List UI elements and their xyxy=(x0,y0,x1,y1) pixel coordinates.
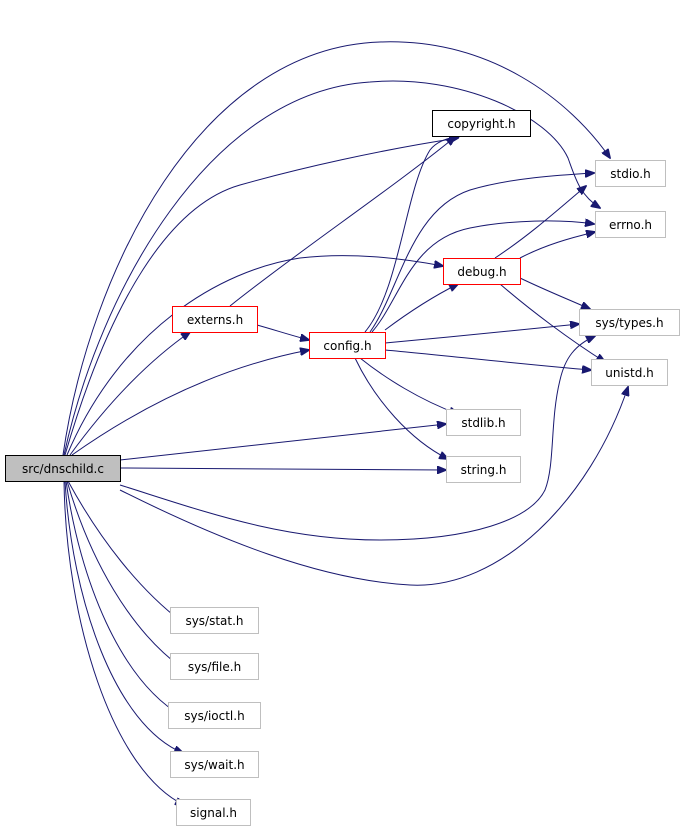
node-label-unistd: unistd.h xyxy=(605,366,654,380)
node-sysfile: sys/file.h xyxy=(170,653,259,680)
edge-debug-to-unistd xyxy=(499,283,605,362)
node-box-debug xyxy=(443,258,521,285)
node-sysstat: sys/stat.h xyxy=(170,607,259,634)
node-label-stdio: stdio.h xyxy=(610,167,650,181)
node-copyright[interactable]: copyright.h xyxy=(432,110,531,137)
node-box-string xyxy=(446,456,521,483)
node-box-sysioctl xyxy=(168,702,261,729)
node-box-stdlib xyxy=(446,409,521,436)
node-box-errno xyxy=(595,211,666,238)
edge-dnschild-to-signal xyxy=(63,480,184,805)
edge-config-to-stdio xyxy=(369,173,594,333)
edge-dnschild-to-errno xyxy=(63,80,600,456)
node-label-externs: externs.h xyxy=(187,313,243,327)
node-label-sysfile: sys/file.h xyxy=(188,660,241,674)
edge-dnschild-to-systypes xyxy=(119,336,595,541)
node-label-dnschild: src/dnschild.c xyxy=(22,462,104,476)
node-stdlib: stdlib.h xyxy=(446,409,521,436)
node-stdio: stdio.h xyxy=(595,160,666,187)
edge-config-to-string xyxy=(354,357,448,459)
node-systypes: sys/types.h xyxy=(579,309,680,336)
edge-dnschild-to-debug xyxy=(66,255,443,456)
node-unistd: unistd.h xyxy=(591,359,668,386)
node-syswait: sys/wait.h xyxy=(170,751,259,778)
edge-dnschild-to-unistd xyxy=(119,387,628,586)
node-label-errno: errno.h xyxy=(609,218,652,232)
edge-config-to-stdlib xyxy=(359,357,458,414)
node-box-sysfile xyxy=(170,653,259,680)
edge-dnschild-to-string xyxy=(119,468,446,470)
node-box-signal xyxy=(176,799,251,826)
edge-debug-to-errno xyxy=(519,232,595,259)
node-label-debug: debug.h xyxy=(457,265,506,279)
edge-dnschild-to-copyright xyxy=(64,138,458,456)
node-string: string.h xyxy=(446,456,521,483)
node-label-copyright: copyright.h xyxy=(447,117,515,131)
node-sysioctl: sys/ioctl.h xyxy=(168,702,261,729)
node-errno: errno.h xyxy=(595,211,666,238)
edge-dnschild-to-stdio xyxy=(62,41,610,456)
edges-layer xyxy=(62,41,628,805)
node-label-signal: signal.h xyxy=(190,806,237,820)
edge-dnschild-to-externs xyxy=(69,332,190,456)
node-box-unistd xyxy=(591,359,668,386)
edge-config-to-unistd xyxy=(384,349,591,370)
edge-dnschild-to-syswait xyxy=(64,480,183,753)
edge-dnschild-to-sysioctl xyxy=(65,480,182,716)
edge-externs-to-config xyxy=(256,324,309,340)
node-dnschild[interactable]: src/dnschild.c xyxy=(5,455,121,482)
node-signal: signal.h xyxy=(176,799,251,826)
node-label-string: string.h xyxy=(461,463,507,477)
node-box-syswait xyxy=(170,751,259,778)
edge-config-to-errno xyxy=(371,221,594,333)
nodes-layer: src/dnschild.c copyright.h stdio.h errno.h d… xyxy=(5,110,680,826)
edge-config-to-debug xyxy=(384,284,458,331)
edge-config-to-systypes xyxy=(384,324,579,344)
node-debug[interactable]: debug.h xyxy=(443,258,521,285)
node-config[interactable]: config.h xyxy=(309,332,386,359)
edge-dnschild-to-stdlib xyxy=(119,424,446,461)
node-label-sysstat: sys/stat.h xyxy=(185,614,243,628)
edge-debug-to-systypes xyxy=(519,277,590,309)
node-box-externs xyxy=(172,306,258,333)
node-box-sysstat xyxy=(170,607,259,634)
node-box-copyright xyxy=(432,110,531,137)
edge-debug-to-stdio xyxy=(494,186,586,259)
node-box-dnschild xyxy=(5,455,121,482)
node-label-sysioctl: sys/ioctl.h xyxy=(184,709,244,723)
edge-dnschild-to-config xyxy=(71,350,309,456)
node-box-config xyxy=(309,332,386,359)
node-label-systypes: sys/types.h xyxy=(595,316,663,330)
node-box-systypes xyxy=(579,309,680,336)
node-box-stdio xyxy=(595,160,666,187)
node-externs[interactable]: externs.h xyxy=(172,306,258,333)
edge-config-to-copyright xyxy=(364,136,460,333)
edge-dnschild-to-sysstat xyxy=(67,480,182,622)
node-label-stdlib: stdlib.h xyxy=(461,416,505,430)
node-label-config: config.h xyxy=(323,339,371,353)
edge-externs-to-copyright xyxy=(229,137,455,307)
node-label-syswait: sys/wait.h xyxy=(184,758,244,772)
edge-dnschild-to-sysfile xyxy=(66,480,182,668)
